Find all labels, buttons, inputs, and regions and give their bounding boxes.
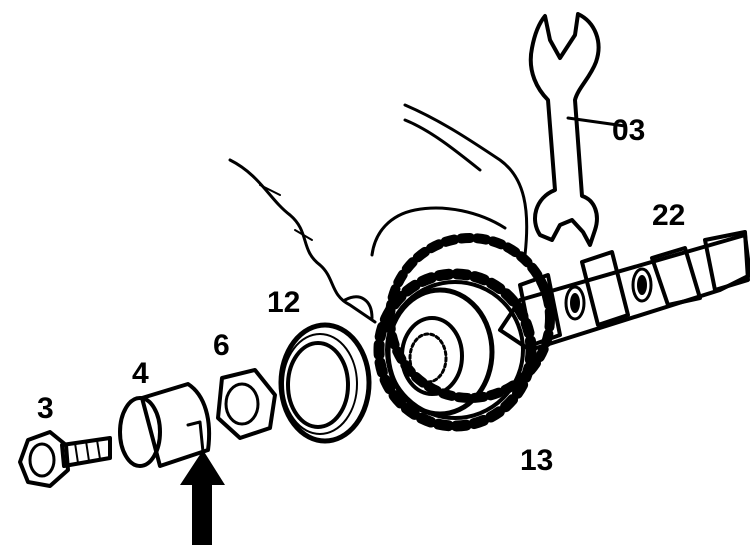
callout-6: 6	[213, 329, 230, 362]
sprocket	[373, 233, 555, 432]
callout-12: 12	[267, 286, 300, 319]
callout-4: 4	[132, 357, 149, 390]
arrow-up-icon	[180, 450, 225, 545]
sleeve	[118, 382, 212, 468]
camshaft	[498, 230, 750, 352]
callout-22: 22	[652, 199, 685, 232]
bolt	[18, 430, 112, 488]
callout-3: 3	[37, 392, 54, 425]
callout-03: 03	[612, 114, 645, 147]
nut	[216, 368, 277, 440]
hand	[228, 103, 529, 324]
oil-seal	[278, 322, 372, 444]
wrench	[528, 12, 627, 247]
callout-13: 13	[520, 444, 553, 477]
